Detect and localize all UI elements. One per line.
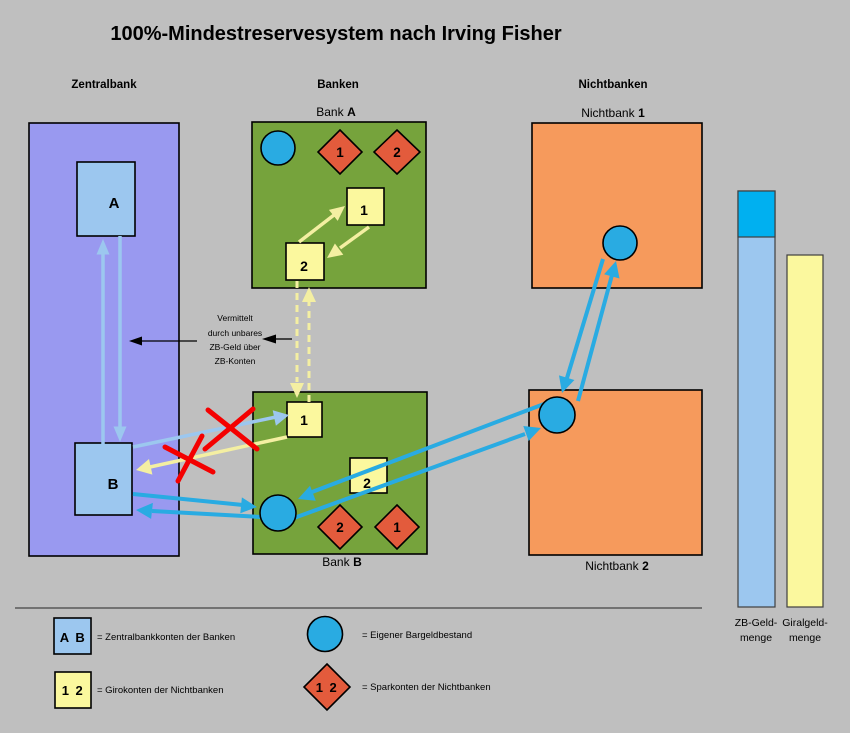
zb-geldmenge-label-line2: menge	[740, 632, 772, 644]
giralgeldmenge-bar	[786, 254, 824, 608]
arrow-nichtbank2-to-nichtbank1	[576, 274, 614, 402]
zentralbank-group: A B	[28, 122, 180, 557]
zb-account-b-box	[74, 442, 133, 516]
arrowhead-a-to-b	[113, 426, 127, 442]
bank-a-girokonto-2-box	[285, 242, 325, 281]
bank-a-sparkonto-2-diamond	[372, 128, 422, 176]
legend-giro-accounts-symbol-box	[54, 671, 92, 709]
legend-savings-symbol: 1 2	[316, 680, 339, 695]
zb-geldmenge-label-line1: ZB-Geld-	[735, 617, 778, 629]
arrowhead-nichtbank1-to-nichtbank2	[559, 375, 575, 393]
legend-cash-circle	[306, 615, 344, 653]
column-header-banken: Banken	[317, 79, 359, 91]
arrow-bankb-cash-to-b	[151, 509, 262, 519]
red-x2-stroke-b	[162, 444, 216, 475]
arrowhead-dashed-up	[302, 287, 316, 302]
arrowhead-nichtbank2-to-nichtbank1	[604, 261, 620, 279]
annotation-group: Vermittelt durch unbares ZB-Geld über ZB…	[129, 313, 292, 366]
arrow-b-to-giro1-blocked	[132, 415, 277, 449]
bank-a-cash-circle	[260, 130, 296, 166]
crossed-arrows-group	[132, 406, 289, 484]
bank-b-sparkonto-2-label: 2	[336, 520, 344, 535]
arrowhead-b-to-a	[96, 239, 110, 255]
red-x1-stroke-b	[202, 406, 256, 452]
nichtbank-2-cash-circle	[538, 396, 576, 434]
zb-account-a-box	[76, 161, 136, 237]
zb-account-b-label: B	[108, 476, 119, 493]
annotation-pointer-right-arrowhead	[262, 334, 276, 344]
arrow-bankb-to-nichtbank2	[293, 432, 526, 520]
money-bars-group: ZB-Geld- menge Giralgeld- menge	[735, 190, 828, 644]
bank-b-girokonto-2-label: 2	[363, 475, 371, 491]
legend-zb-accounts-text: = Zentralbankkonten der Banken	[97, 632, 235, 643]
arrowhead-giro1-to-b-blocked	[136, 459, 153, 475]
legend-cash-text: = Eigener Bargeldbestand	[362, 630, 472, 641]
dashed-giro-transfer-arrows	[290, 281, 316, 402]
bank-a-girokonto-1-box	[346, 187, 385, 226]
bank-a-sparkonto-1-diamond	[316, 128, 364, 176]
zb-account-a-label: A	[109, 195, 120, 212]
red-x1-stroke-a	[205, 407, 260, 452]
bank-a-sparkonto-2-label: 2	[393, 145, 401, 160]
page-title: 100%-Mindestreservesystem nach Irving Fi…	[110, 23, 562, 45]
annotation-line2: durch unbares	[208, 328, 262, 338]
legend-giro-accounts-symbol: 1 2	[62, 683, 85, 698]
legend-zb-accounts-symbol-box	[53, 617, 92, 655]
arrow-nichtbank1-to-nichtbank2	[565, 258, 605, 379]
annotation-line4: ZB-Konten	[215, 356, 256, 366]
arrow-giro1-to-b-blocked	[149, 435, 288, 469]
arrow-nichtbank2-to-bankb	[311, 402, 545, 494]
legend-savings-diamond	[302, 662, 352, 712]
arrowhead-giro1-to-giro2	[327, 243, 344, 258]
bank-b-cash-circle	[259, 494, 297, 532]
arrowhead-giro2-to-giro1	[328, 206, 345, 221]
legend-giro-accounts-text: = Girokonten der Nichtbanken	[97, 685, 223, 696]
legend-zb-accounts-symbol: A B	[60, 630, 86, 645]
nichtbank-1-cash-circle	[602, 225, 638, 261]
annotation-line1: Vermittelt	[217, 313, 253, 323]
arrowhead-b-to-giro1-blocked	[272, 410, 289, 426]
arrow-giro1-to-giro2	[338, 225, 371, 250]
arrow-b-to-bankb-cash	[132, 492, 244, 507]
bank-a-sparkonto-1-label: 1	[336, 145, 344, 160]
zb-geldmenge-bar	[737, 190, 776, 608]
annotation-pointer-left-arrowhead	[129, 336, 142, 346]
zb-geldmenge-bar-top-segment	[737, 190, 776, 238]
bank-a-girokonto-1-label: 1	[360, 202, 368, 218]
cash-flow-arrows	[132, 258, 620, 520]
bank-b-sparkonto-1-label: 1	[393, 520, 401, 535]
bank-b-girokonto-1-box	[286, 401, 323, 438]
arrowhead-bankb-cash-to-b	[136, 502, 153, 519]
legend-savings-text: = Sparkonten der Nichtbanken	[362, 682, 491, 693]
bank-b-girokonto-1-label: 1	[300, 412, 308, 428]
giralgeldmenge-label-line1: Giralgeld-	[782, 617, 828, 629]
arrowhead-bankb-to-nichtbank2	[523, 426, 541, 441]
bank-a-girokonto-2-label: 2	[300, 258, 308, 274]
column-header-zentralbank: Zentralbank	[71, 79, 137, 91]
bank-b-sparkonto-1-diamond	[373, 503, 421, 551]
arrowhead-b-to-bankb-cash	[240, 497, 257, 514]
nichtbank-1-box	[531, 122, 703, 289]
arrowhead-nichtbank2-to-bankb	[298, 485, 316, 501]
annotation-line3: ZB-Geld über	[209, 342, 260, 352]
giralgeldmenge-label-line2: menge	[789, 632, 821, 644]
arrow-giro2-to-giro1	[297, 213, 336, 244]
legend-group: A B = Zentralbankkonten der Banken 1 2 =…	[15, 607, 702, 712]
column-header-nichtbanken: Nichtbanken	[578, 79, 647, 91]
arrowhead-dashed-down	[290, 383, 304, 398]
bank-b-sparkonto-2-diamond	[316, 503, 364, 551]
